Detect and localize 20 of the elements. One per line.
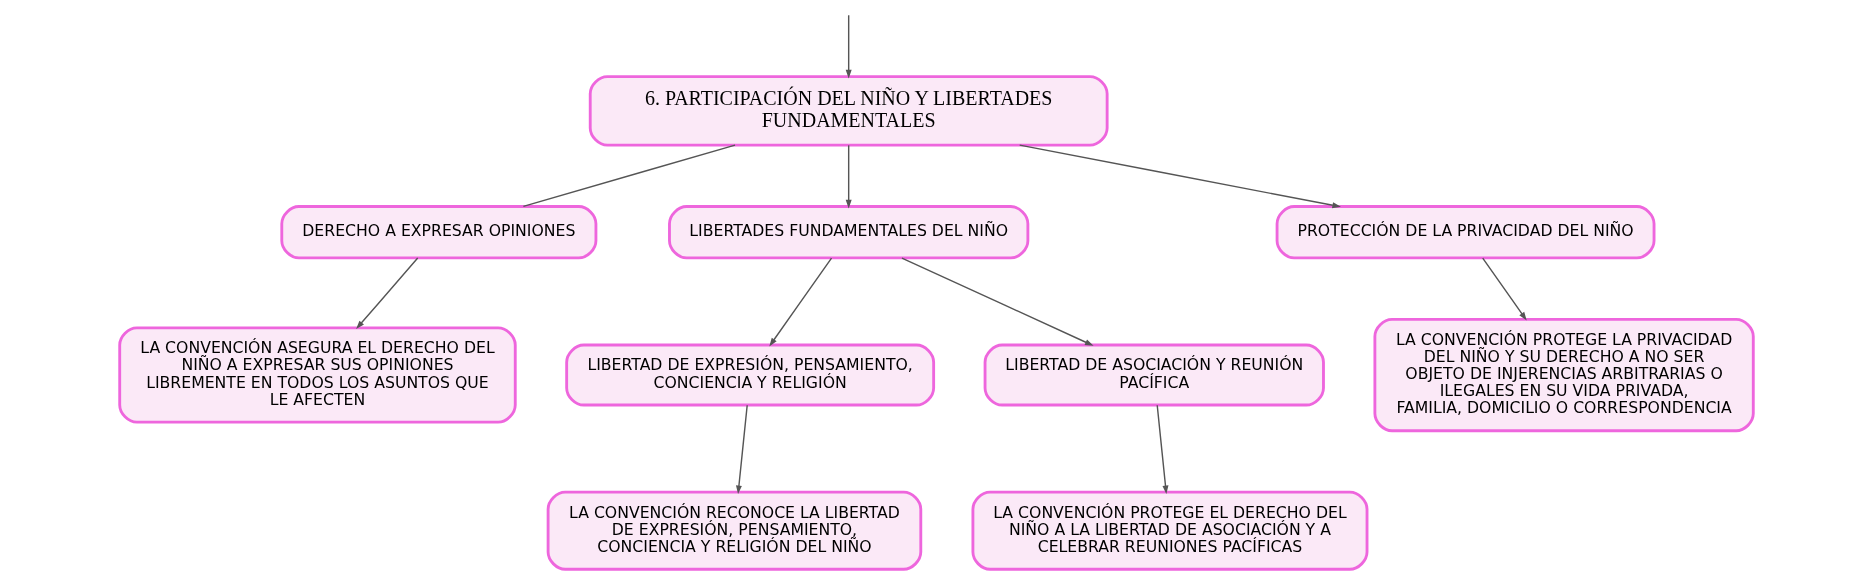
node-box: 6. PARTICIPACIÓN DEL NIÑO Y LIBERTADES FUNDAMENTALES	[588, 75, 1109, 147]
arrow	[769, 257, 833, 347]
arrow	[1018, 144, 1341, 209]
node-box: LA CONVENCIÓN RECONOCE LA LIBERTAD DE EXPRESIÓN, PENSAMIENTO, CONCIENCIA Y RELIGIÓN DEL NIÑO	[546, 490, 923, 571]
node-box: LA CONVENCIÓN PROTEGE LA PRIVACIDAD DEL NIÑO Y SU DERECHO A NO SER OBJETO DE INJERENCIAS ARBITRARIAS O ILEGALES EN SU VIDA PRIVADA, FAMILIA, DOMICILIO O CORRESPONDENCIA	[1373, 317, 1755, 433]
arrow	[1482, 257, 1527, 321]
node-box: PROTECCIÓN DE LA PRIVACIDAD DEL NIÑO	[1275, 205, 1656, 260]
arrow	[845, 14, 852, 79]
arrow	[1156, 404, 1169, 495]
node-box: DERECHO A EXPRESAR OPINIONES	[280, 205, 598, 260]
arrow	[901, 257, 1094, 346]
arrow	[845, 144, 852, 209]
arrow	[356, 257, 419, 330]
connector	[522, 144, 736, 208]
node-box: LIBERTAD DE ASOCIACIÓN Y REUNIÓN PACÍFICA	[983, 343, 1325, 407]
node-box: LIBERTAD DE EXPRESIÓN, PENSAMIENTO, CONCIENCIA Y RELIGIÓN	[565, 343, 936, 407]
node-box: LA CONVENCIÓN ASEGURA EL DERECHO DEL NIÑO A EXPRESAR SUS OPINIONES LIBREMENTE EN TODOS LOS ASUNTOS QUE LE AFECTEN	[118, 326, 517, 424]
node-box: LA CONVENCIÓN PROTEGE EL DERECHO DEL NIÑO A LA LIBERTAD DE ASOCIACIÓN Y A CELEBRAR REUNIONES PACÍFICAS	[971, 490, 1369, 571]
node-box: LIBERTADES FUNDAMENTALES DEL NIÑO	[668, 205, 1030, 260]
arrow	[735, 404, 748, 495]
